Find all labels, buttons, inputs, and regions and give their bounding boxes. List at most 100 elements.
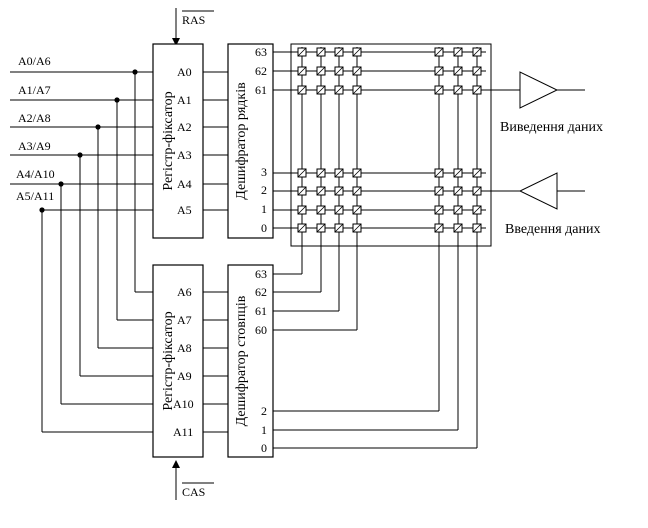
data-input-label: Введення даних — [505, 222, 600, 237]
row-register-pin-a5: A5 — [177, 203, 192, 217]
column-register-pin-a6: A6 — [177, 285, 192, 299]
memory-cell — [434, 223, 444, 233]
memory-array-border — [290, 43, 492, 247]
memory-cell — [472, 186, 482, 196]
column-register-pin-a10: A10 — [173, 397, 194, 411]
memory-cell — [434, 85, 444, 95]
junction-dot — [77, 152, 83, 158]
row-decoder-output-63: 63 — [255, 45, 267, 59]
memory-cell — [316, 168, 326, 178]
memory-cells — [297, 47, 482, 233]
junction-dot — [114, 97, 120, 103]
memory-cell — [472, 168, 482, 178]
memory-cell — [434, 66, 444, 76]
memory-cell — [352, 205, 362, 215]
ras-signal: RAS — [172, 8, 214, 46]
memory-cell — [316, 47, 326, 57]
address-label-a1-a7: A1/A7 — [18, 83, 51, 97]
memory-cell — [297, 168, 307, 178]
column-address-register: Регістр-фіксатор A6 A7 A8 A9 A10 A11 — [152, 264, 204, 458]
row-register-title: Регістр-фіксатор — [161, 91, 176, 190]
memory-cell — [352, 168, 362, 178]
column-decoder: Дешифратор стовпців 63 62 61 60 2 1 0 — [227, 264, 274, 458]
row-decoder-output-2: 2 — [261, 183, 267, 197]
memory-cell — [352, 85, 362, 95]
memory-cell — [297, 47, 307, 57]
memory-cell — [334, 168, 344, 178]
column-decoder-output-60: 60 — [255, 323, 267, 337]
memory-cell — [352, 47, 362, 57]
row-decoder-output-61: 61 — [255, 83, 267, 97]
address-label-a0-a6: A0/A6 — [18, 54, 51, 68]
column-register-pin-a9: A9 — [177, 369, 192, 383]
data-output-label: Виведення даних — [500, 120, 603, 135]
memory-cell — [472, 223, 482, 233]
address-label-a4-a10: A4/A10 — [16, 167, 55, 181]
memory-cell — [297, 186, 307, 196]
row-address-register: Регістр-фіксатор A0 A1 A2 A3 A4 A5 — [152, 43, 204, 239]
memory-cell — [334, 47, 344, 57]
memory-cell — [316, 205, 326, 215]
memory-cell — [453, 66, 463, 76]
column-register-title: Регістр-фіксатор — [161, 311, 176, 410]
junction-dot — [95, 124, 101, 130]
row-register-pin-a3: A3 — [177, 148, 192, 162]
cas-signal: CAS — [172, 460, 214, 500]
column-decoder-output-2: 2 — [261, 404, 267, 418]
memory-cell — [316, 66, 326, 76]
memory-cell — [453, 223, 463, 233]
row-register-to-decoder-wires — [203, 71, 228, 211]
column-register-pin-a7: A7 — [177, 313, 192, 327]
junction-dot — [39, 207, 45, 213]
column-register-pin-a11: A11 — [173, 425, 193, 439]
memory-cell — [434, 168, 444, 178]
memory-cell — [453, 205, 463, 215]
memory-cell — [472, 85, 482, 95]
memory-cell — [334, 205, 344, 215]
memory-cell — [316, 186, 326, 196]
address-label-a3-a9: A3/A9 — [18, 139, 51, 153]
memory-cell — [434, 186, 444, 196]
memory-cell — [434, 47, 444, 57]
column-decoder-output-63: 63 — [255, 267, 267, 281]
memory-cell — [316, 85, 326, 95]
row-lines — [273, 51, 520, 229]
output-buffer-triangle — [519, 71, 559, 109]
data-input-buffer: Введення даних — [505, 172, 600, 237]
column-decoder-output-62: 62 — [255, 285, 267, 299]
memory-cell — [352, 223, 362, 233]
column-lines — [273, 47, 478, 449]
column-decoder-output-1: 1 — [261, 423, 267, 437]
address-label-a2-a8: A2/A8 — [18, 111, 51, 125]
memory-cell — [297, 66, 307, 76]
memory-cell — [453, 168, 463, 178]
memory-cell — [352, 186, 362, 196]
address-inputs: A0/A6 A1/A7 A2/A8 A3/A9 A4/A10 A5/A11 — [16, 54, 55, 203]
input-buffer-triangle — [518, 172, 558, 210]
memory-cell — [316, 223, 326, 233]
memory-cell — [453, 186, 463, 196]
memory-array — [273, 43, 520, 449]
row-register-pin-a1: A1 — [177, 93, 192, 107]
address-label-a5-a11: A5/A11 — [16, 189, 54, 203]
memory-cell — [472, 205, 482, 215]
cas-label: CAS — [182, 485, 205, 499]
memory-cell — [297, 85, 307, 95]
memory-cell — [334, 186, 344, 196]
memory-cell — [334, 66, 344, 76]
row-decoder-title: Дешифратор рядків — [234, 82, 249, 200]
row-decoder-output-0: 0 — [261, 221, 267, 235]
column-register-pin-a8: A8 — [177, 341, 192, 355]
row-decoder-output-62: 62 — [255, 64, 267, 78]
column-register-to-decoder-wires — [203, 291, 228, 433]
column-decoder-output-0: 0 — [261, 441, 267, 455]
row-decoder-output-1: 1 — [261, 202, 267, 216]
memory-cell — [297, 205, 307, 215]
row-register-pin-a4: A4 — [177, 177, 192, 191]
memory-cell — [453, 85, 463, 95]
memory-cell — [334, 85, 344, 95]
junction-dot — [58, 181, 64, 187]
memory-cell — [297, 223, 307, 233]
row-decoder: Дешифратор рядків 63 62 61 3 2 1 0 — [227, 43, 274, 239]
